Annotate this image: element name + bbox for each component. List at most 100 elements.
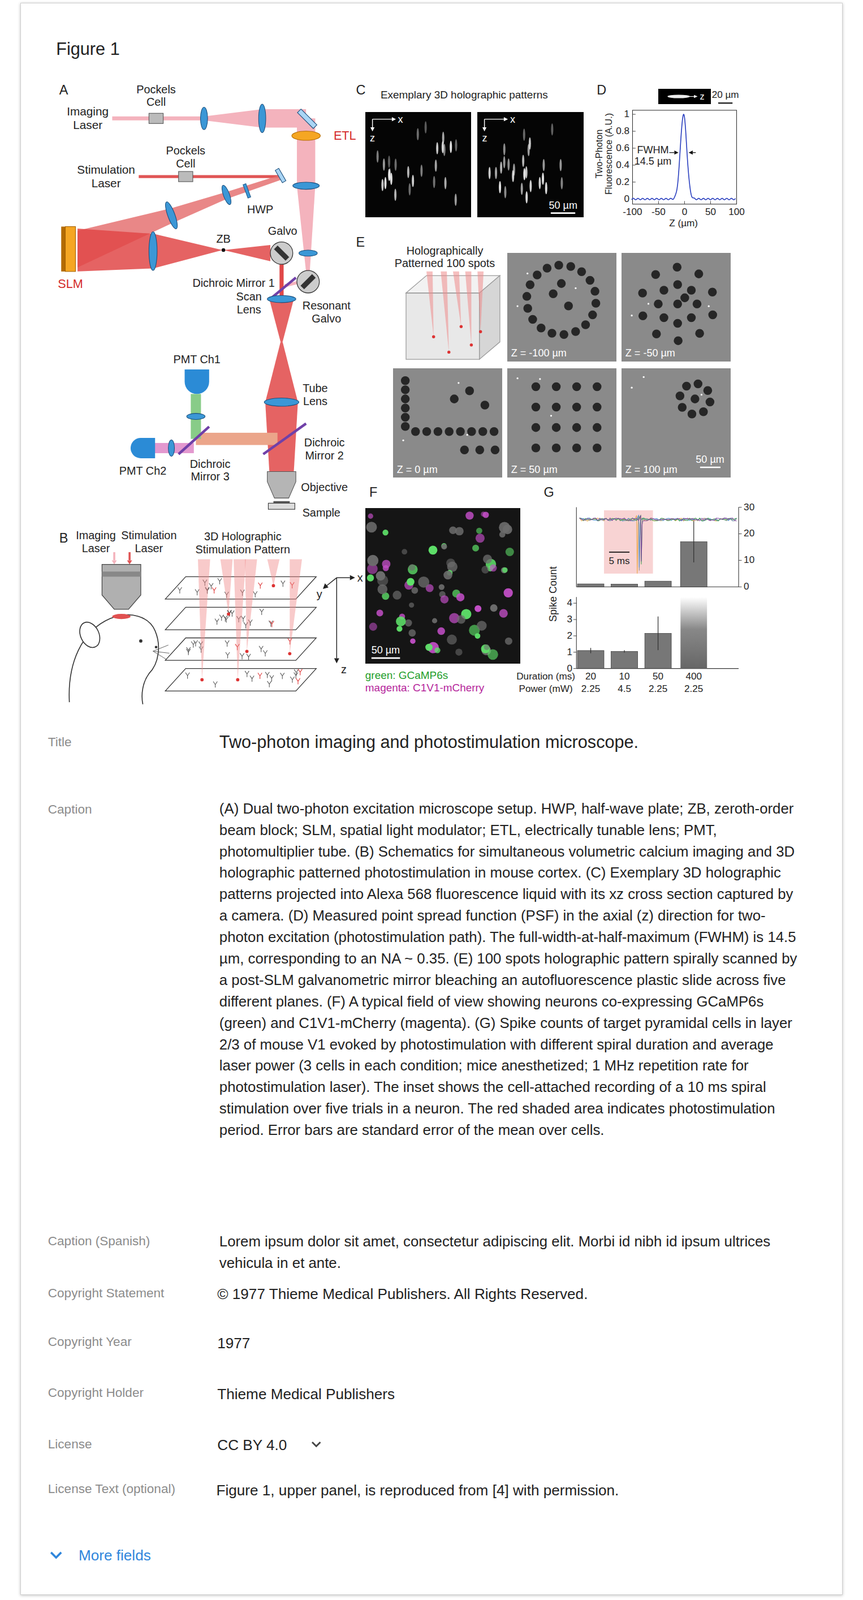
mouse-schematic [154, 645, 158, 649]
figure-label: 4.5 [617, 683, 632, 695]
optical-component [258, 104, 266, 133]
figure-label: 3D Holographic Stimulation Pattern [185, 529, 300, 556]
image-content [449, 394, 459, 404]
image-content [465, 511, 474, 520]
image-content [545, 182, 548, 195]
mouse-schematic [322, 583, 329, 589]
image-content [408, 602, 414, 608]
figure-label: Imaging Laser [73, 528, 119, 555]
image-content [400, 385, 410, 395]
spike-count-chart [693, 520, 694, 563]
mouse-schematic [111, 559, 118, 564]
fov-image: 50 µm [365, 507, 521, 663]
image-annotation: Z = -50 µm [625, 347, 676, 360]
cortex-planes [267, 680, 272, 688]
bleach-schematic [479, 330, 482, 334]
image-content [434, 647, 440, 654]
camera-image: xz50 µm [477, 111, 584, 218]
dropdown-chevron [312, 1441, 321, 1446]
image-content [525, 191, 529, 204]
optical-component [300, 274, 316, 290]
image-content [516, 377, 519, 379]
image-content [369, 622, 378, 631]
cortex-planes [226, 611, 231, 616]
image-content [489, 604, 498, 612]
optical-component [292, 182, 320, 190]
image-content [630, 262, 718, 345]
image-content [400, 376, 499, 455]
image-content [592, 382, 602, 392]
image-content [489, 564, 498, 572]
image-content [434, 159, 438, 172]
bleach-schematic [406, 271, 500, 360]
optical-component [65, 226, 76, 271]
image-content [549, 414, 552, 417]
figure-label: 20 [743, 528, 755, 540]
bleach-schematic [469, 343, 473, 347]
image-content [551, 443, 561, 453]
mouse-schematic [139, 639, 143, 643]
field-label: Copyright Year [48, 1334, 132, 1349]
cortex-planes [246, 653, 251, 660]
image-content [571, 402, 581, 412]
cortex-planes [262, 650, 267, 657]
image-content [424, 121, 427, 135]
image-content [580, 320, 590, 330]
image-content [421, 426, 431, 437]
image-content [484, 119, 485, 128]
image-content [400, 403, 410, 413]
scale-bar [371, 657, 401, 659]
cortex-planes [253, 590, 258, 598]
figure-label: Resonant Galvo [298, 299, 355, 326]
optical-component [299, 249, 318, 257]
voltage-trace [579, 515, 737, 568]
cortex-planes [209, 583, 214, 590]
image-content [483, 644, 490, 650]
bleach-schematic [432, 335, 435, 339]
figure-label: Power (mW) [519, 683, 573, 695]
image-content [571, 382, 581, 392]
figure-label: A [59, 82, 69, 98]
image-content [561, 177, 564, 191]
image-content [652, 329, 662, 339]
optical-component [275, 168, 287, 183]
image-content [376, 609, 383, 617]
image-content [443, 177, 447, 190]
image-content [367, 574, 374, 582]
optical-component [168, 439, 175, 457]
mouse-schematic [111, 613, 131, 619]
psf-plot [632, 110, 737, 205]
bleach-schematic [426, 271, 434, 337]
cortex-planes [239, 653, 244, 660]
field-value: 1977 [217, 1334, 250, 1352]
bleach-image: Z = 100 µm50 µm [621, 368, 731, 478]
bleach-schematic [465, 271, 472, 345]
image-content [390, 173, 393, 186]
cortex-planes [220, 559, 233, 615]
figure-label: G [544, 484, 555, 500]
figure-label: 0.4 [615, 159, 630, 171]
image-content [653, 299, 663, 309]
scale-bar [700, 466, 721, 469]
stimulation-beam [77, 175, 299, 472]
image-annotation: 50 µm [371, 644, 400, 657]
image-content [686, 286, 696, 296]
mouse-schematic [350, 575, 356, 581]
figure-title: Two-photon imaging and photostimulation … [219, 731, 639, 752]
cortex-planes [259, 645, 263, 653]
image-annotation: z [369, 131, 375, 144]
spike-count-chart [611, 650, 638, 668]
image-content [365, 511, 514, 660]
image-content [395, 616, 406, 627]
optical-component [186, 413, 205, 420]
image-content [521, 154, 525, 168]
image-content [507, 368, 617, 478]
image-content [402, 439, 404, 442]
cortex-planes [245, 649, 249, 653]
optical-component [291, 131, 321, 141]
image-content [377, 584, 388, 595]
image-content [489, 426, 499, 437]
cortex-planes [269, 620, 274, 628]
optical-component [243, 183, 252, 199]
